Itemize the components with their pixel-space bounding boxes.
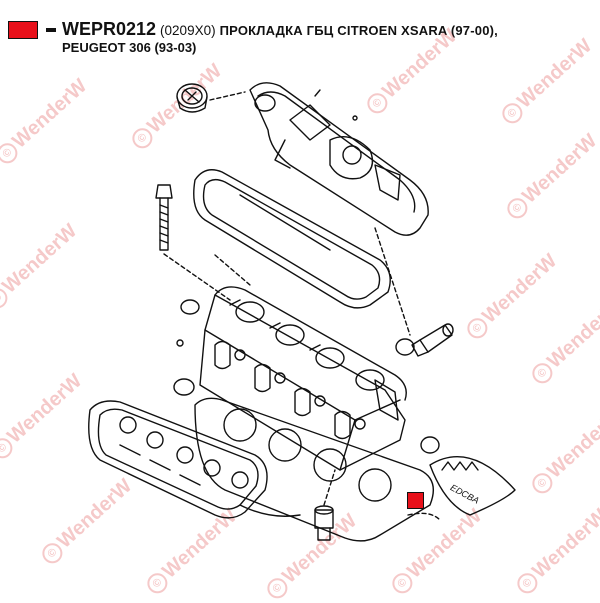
sensor-icon bbox=[411, 323, 454, 357]
valve-cover-icon bbox=[249, 82, 429, 236]
red-marker-small-icon bbox=[407, 492, 424, 509]
cylinder-head-icon bbox=[199, 286, 407, 471]
gasket-stamp-icon bbox=[407, 456, 516, 521]
seal-icon bbox=[173, 378, 195, 396]
title-line: WEPR0212(0209X0)ПРОКЛАДКА ГБЦ CITROEN XS… bbox=[62, 19, 498, 40]
gasket-set-icon bbox=[88, 400, 268, 519]
vehicle-applicability: PEUGEOT 306 (93-03) bbox=[62, 40, 197, 55]
product-header: WEPR0212(0209X0)ПРОКЛАДКА ГБЦ CITROEN XS… bbox=[8, 17, 593, 57]
gasket-stamp-label: EDCBA bbox=[449, 482, 481, 505]
head-gasket-icon bbox=[194, 397, 434, 542]
dash-separator bbox=[46, 28, 56, 32]
engine-exploded-diagram: EDCBA bbox=[88, 82, 516, 542]
alt-code: (0209X0) bbox=[160, 23, 216, 38]
dowel-icon bbox=[176, 339, 184, 347]
oil-cap-icon bbox=[176, 83, 208, 113]
part-code: WEPR0212 bbox=[62, 19, 157, 39]
seal-icon bbox=[180, 299, 200, 315]
red-marker-icon bbox=[8, 21, 38, 39]
seal-icon bbox=[420, 436, 440, 454]
plug-icon bbox=[314, 505, 334, 541]
seal-icon bbox=[395, 338, 415, 356]
bolt-icon bbox=[155, 184, 173, 251]
cover-gasket-icon bbox=[193, 169, 391, 309]
part-description: ПРОКЛАДКА ГБЦ CITROEN XSARA (97-00), bbox=[219, 23, 498, 38]
